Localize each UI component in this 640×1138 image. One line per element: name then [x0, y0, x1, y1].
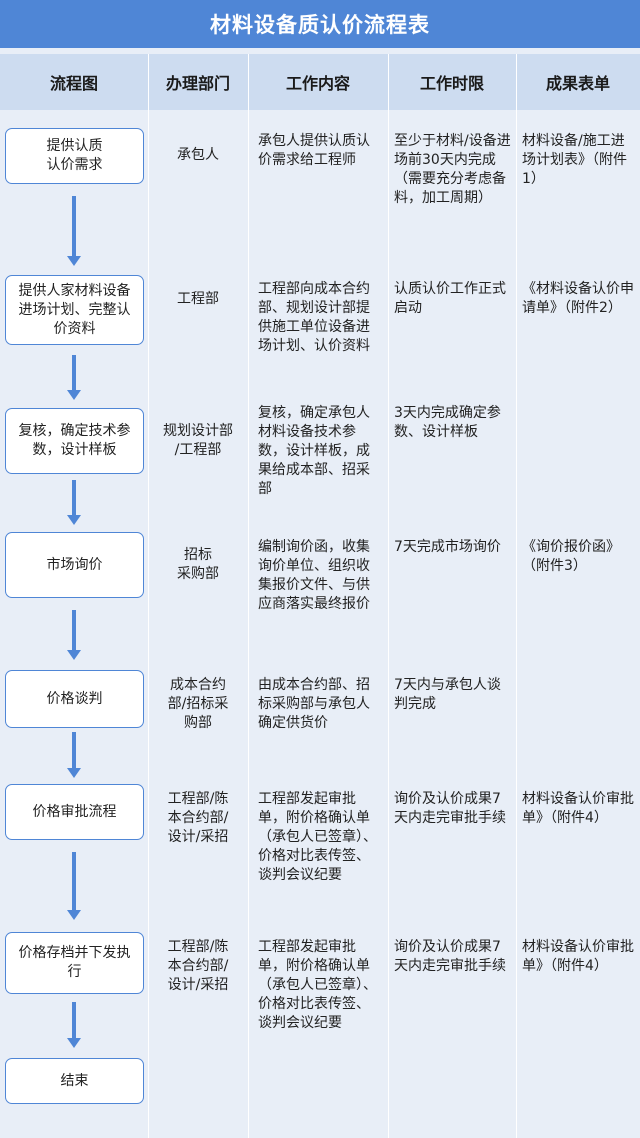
dept-cell: 工程部 — [177, 291, 219, 307]
content-cell: 由成本合约部、招标采购部与承包人确定供货价 — [258, 677, 370, 731]
time-cell: 询价及认价成果7天内走完审批手续 — [394, 791, 506, 826]
result-cell: 材料设备认价审批单》（附件4） — [522, 791, 634, 826]
flow-step-review: 复核，确定技术参数，设计样板 — [5, 408, 144, 474]
flow-step-market-inquiry: 市场询价 — [5, 532, 144, 598]
header-time: 工作时限 — [419, 74, 484, 93]
header-dept: 办理部门 — [165, 74, 230, 93]
flow-arrow-down — [67, 355, 81, 400]
dept-cell: 招标 采购部 — [177, 547, 219, 582]
time-cell: 3天内完成确定参数、设计样板 — [394, 405, 501, 440]
result-cell: 《材料设备认价申请单》（附件2） — [522, 281, 634, 316]
time-cell: 7天内与承包人谈判完成 — [394, 677, 501, 712]
content-cell: 承包人提供认质认价需求给工程师 — [258, 133, 370, 168]
header-result: 成果表单 — [545, 74, 610, 93]
flow-arrow-down — [67, 196, 81, 266]
dept-cell: 成本合约 部/招标采 购部 — [167, 677, 229, 731]
content-cell: 工程部发起审批单，附价格确认单（承包人已签章）、价格对比表传签、谈判会议纪要 — [258, 791, 377, 883]
flow-arrow-down — [67, 1002, 81, 1048]
flow-step-negotiation: 价格谈判 — [5, 670, 144, 728]
dept-cell: 承包人 — [177, 147, 219, 163]
header-flow: 流程图 — [49, 74, 98, 93]
column-divider — [388, 54, 389, 1138]
result-cell: 《询价报价函》（附件3） — [522, 539, 620, 574]
dept-cell: 工程部/陈 本合约部/ 设计/采招 — [167, 939, 229, 993]
flow-arrow-down — [67, 480, 81, 525]
time-cell: 7天完成市场询价 — [394, 539, 501, 555]
content-cell: 工程部发起审批单，附价格确认单（承包人已签章）、价格对比表传签、谈判会议纪要 — [258, 939, 377, 1031]
time-cell: 至少于材料/设备进场前30天内完成 （需要充分考虑备料，加工周期） — [394, 133, 511, 206]
result-cell: 材料设备/施工进场计划表》（附件1） — [522, 133, 627, 187]
flow-step-request: 提供认质 认价需求 — [5, 128, 144, 184]
column-divider — [148, 54, 149, 1138]
content-cell: 复核，确定承包人材料设备技术参数，设计样板，成果给成本部、招采部 — [258, 405, 370, 497]
dept-cell: 工程部/陈 本合约部/ 设计/采招 — [167, 791, 229, 845]
column-divider — [248, 54, 249, 1138]
time-cell: 询价及认价成果7天内走完审批手续 — [394, 939, 506, 974]
flow-arrow-down — [67, 610, 81, 660]
flow-step-end: 结束 — [5, 1058, 144, 1104]
flow-step-materials: 提供人家材料设备进场计划、完整认价资料 — [5, 275, 144, 345]
column-divider — [516, 54, 517, 1138]
flow-step-price-approval: 价格审批流程 — [5, 784, 144, 840]
time-cell: 认质认价工作正式启动 — [394, 281, 506, 316]
content-cell: 编制询价函，收集询价单位、组织收集报价文件、与供应商落实最终报价 — [258, 539, 370, 612]
page-title: 材料设备质认价流程表 — [0, 0, 640, 48]
table-header: 流程图 办理部门 工作内容 工作时限 成果表单 — [0, 54, 640, 110]
header-content: 工作内容 — [285, 74, 350, 93]
result-cell: 材料设备认价审批单》（附件4） — [522, 939, 634, 974]
content-cell: 工程部向成本合约部、规划设计部提供施工单位设备进场计划、认价资料 — [258, 281, 370, 354]
flow-arrow-down — [67, 732, 81, 778]
dept-cell: 规划设计部 /工程部 — [163, 423, 233, 458]
flow-step-archive-execute: 价格存档并下发执行 — [5, 932, 144, 994]
flow-arrow-down — [67, 852, 81, 920]
